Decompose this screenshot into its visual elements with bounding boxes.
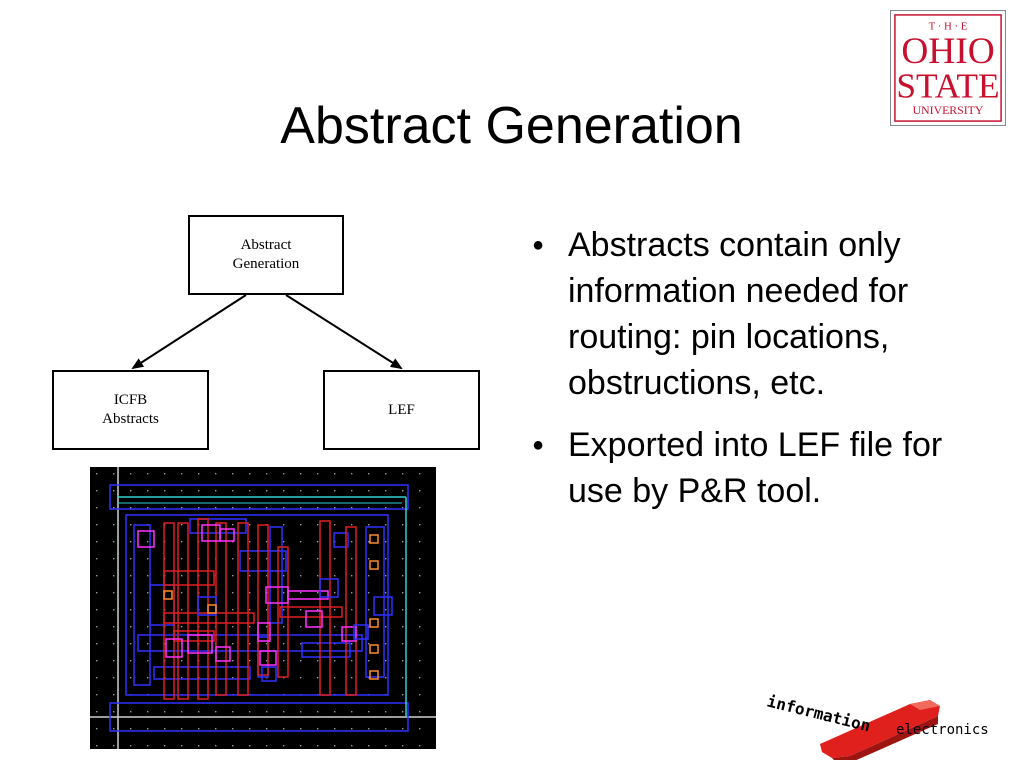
abstract-generation-node: Abstract Generation <box>188 215 344 295</box>
svg-text:electronics: electronics <box>896 722 989 738</box>
icfb-abstracts-node: ICFB Abstracts <box>52 370 209 450</box>
svg-text:OHIO: OHIO <box>901 31 994 72</box>
bullet-dot-icon: ● <box>532 234 545 256</box>
layout-plot-graphic <box>90 467 436 749</box>
svg-text:T · H · E: T · H · E <box>929 21 968 33</box>
information-electronics-logo: information electronics <box>760 682 1012 760</box>
slide-title: Abstract Generation <box>280 97 743 155</box>
svg-text:information: information <box>765 691 872 735</box>
arrow-to-lef <box>285 294 403 370</box>
bullet-dot-icon: ● <box>532 434 545 456</box>
bullet-item-abstracts: ● Abstracts contain only information nee… <box>532 222 952 406</box>
arrow-to-icfb <box>131 294 247 370</box>
bullet-list: ● Abstracts contain only information nee… <box>532 222 952 530</box>
ohio-state-logo-mark: T · H · E OHIO STATE UNIVERSITY <box>894 14 1002 122</box>
bullet-text: Exported into LEF file for use by P&R to… <box>568 426 943 510</box>
svg-text:STATE: STATE <box>896 65 999 105</box>
svg-text:UNIVERSITY: UNIVERSITY <box>913 103 984 117</box>
information-electronics-logo-mark: information electronics <box>765 691 989 760</box>
lef-node: LEF <box>323 370 480 450</box>
bullet-item-lef-export: ● Exported into LEF file for use by P&R … <box>532 422 952 514</box>
layout-plot <box>90 467 436 749</box>
bullet-text: Abstracts contain only information neede… <box>568 226 909 402</box>
ohio-state-logo: T · H · E OHIO STATE UNIVERSITY <box>890 10 1006 126</box>
